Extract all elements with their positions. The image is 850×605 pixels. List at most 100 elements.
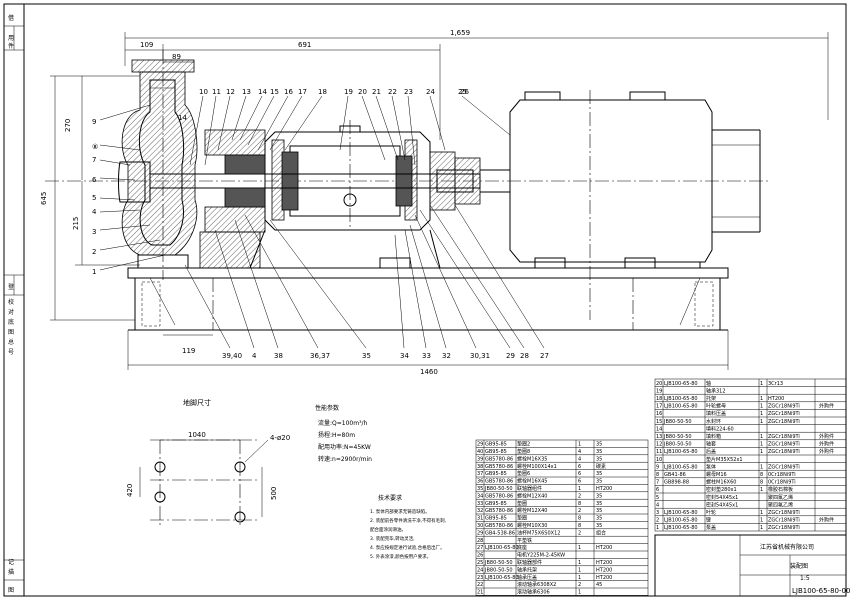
drawing-number: LJB100-65-80-00 xyxy=(792,587,850,595)
bom-left-mat: 35 xyxy=(596,471,602,477)
bom-right-no: 20 xyxy=(656,381,662,387)
bom-left-name: 滚动轴承6308X2 xyxy=(517,581,556,588)
bom-right-no: 13 xyxy=(656,434,662,440)
bom-left-qty: 2 xyxy=(578,582,581,588)
dim-270: 270 xyxy=(64,119,72,132)
tech-note-5: 5. 外表涂漆,颜色按用户要求。 xyxy=(370,553,431,560)
callout-bottom-8: 30,31 xyxy=(470,352,490,360)
bom-right-no: 7 xyxy=(656,480,659,486)
callout-top-20: 20 xyxy=(358,88,367,96)
bom-right-qty: 1 xyxy=(760,404,763,410)
base-frame xyxy=(127,257,729,331)
bom-left-qty: 1 xyxy=(578,590,581,596)
bom-left-no: 29 xyxy=(477,442,483,448)
bom-left-no: 40 xyxy=(477,449,483,455)
bom-left-name: 螺栓M10X30 xyxy=(517,522,547,529)
bom-left-name: 油杯M75X6S0X12 xyxy=(517,529,560,536)
bom-right-qty: 1 xyxy=(760,411,763,417)
dim-14: 14 xyxy=(178,114,187,122)
bom-right-note: 外购件 xyxy=(819,441,834,448)
bom-right-no: 17 xyxy=(656,404,662,410)
bom-right-mat: ZGCr18Ni9Ti xyxy=(768,510,800,516)
bom-left-mat: 碳素 xyxy=(596,463,606,470)
bom-left-name: 螺栓M16X35 xyxy=(517,455,547,462)
bom-left-name: 垫圈2 xyxy=(517,441,530,448)
bom-left-code: GB5780-86 xyxy=(485,479,513,485)
dim-109: 109 xyxy=(140,41,153,49)
bom-right-mat: HT200 xyxy=(768,396,784,402)
callout-left-1: ⑧ xyxy=(92,143,98,151)
bom-left-name: 螺栓M12X40 xyxy=(517,492,547,499)
bom-left-name: 螺栓M16X45 xyxy=(517,478,547,485)
dim-645: 645 xyxy=(40,192,48,205)
bom-left-qty: 4 xyxy=(578,456,581,462)
bom-right-name: 密封垫280x1 xyxy=(706,486,737,493)
bom-left-code: GB4-538-86 xyxy=(485,530,515,536)
bom-right-no: 14 xyxy=(656,426,662,432)
bom-left-no: 21 xyxy=(477,590,483,596)
bom-left-code: GB5780-86 xyxy=(485,523,513,529)
bom-left-qty: 1 xyxy=(578,575,581,581)
bom-right-no: 12 xyxy=(656,442,662,448)
bom-right-name: 叶轮 xyxy=(706,509,716,516)
bom-left-qty: 1 xyxy=(578,442,581,448)
callout-left-5: 4 xyxy=(92,208,97,216)
left-strip-label: 号 xyxy=(8,349,14,356)
callout-bottom-1: 4 xyxy=(252,352,257,360)
sheet-border xyxy=(3,3,847,597)
callout-bottom-5: 34 xyxy=(400,352,409,360)
bom-right-name: 填料压盖 xyxy=(706,410,726,417)
bom-right-no: 3 xyxy=(656,510,659,516)
callout-top-12: 12 xyxy=(226,88,235,96)
left-strip-label: 底 xyxy=(8,318,14,326)
bom-left-mat: 组合 xyxy=(596,529,606,536)
bom-right-code: JB80-50-50 xyxy=(663,442,692,448)
bom-right-qty: 1 xyxy=(760,487,763,493)
left-strip-label: 借 xyxy=(8,14,14,22)
bom-left-mat: HT200 xyxy=(596,575,612,581)
bom-left-mat: HT200 xyxy=(596,486,612,492)
bom-right-qty: 1 xyxy=(760,510,763,516)
bearing-bracket xyxy=(249,125,441,269)
bom-left-qty: 6 xyxy=(578,464,581,470)
bom-right-mat: ZGCr18Ni9Ti xyxy=(768,518,800,524)
dim-found-500: 500 xyxy=(270,487,278,500)
bom-right-mat: 聚四氟乙烯 xyxy=(768,494,793,501)
callout-top-24: 24 xyxy=(426,88,435,96)
bom-right-qty: 1 xyxy=(760,518,763,524)
left-strip-label: 记 xyxy=(8,559,14,566)
bom-right-name: 轴套 xyxy=(706,441,716,448)
notes: 地脚尺寸 性能参数 流量:Q=100m³/h 扬程:H=80m 配用功率:N=4… xyxy=(183,398,446,560)
bom-left-no: 36 xyxy=(477,479,483,485)
bom-left-code: GB95-85 xyxy=(485,501,507,507)
callout-top-23: 23 xyxy=(404,88,413,96)
bom-right-no: 9 xyxy=(656,464,659,470)
bom-left-mat: 35 xyxy=(596,516,602,522)
bom-left-code: LJB100-65-80 xyxy=(485,545,519,551)
bom-left-name: 电机Y225M-2-45KW xyxy=(517,552,565,559)
bom-left-code: JB80-50-50 xyxy=(484,560,513,566)
callout-top-17: 17 xyxy=(298,88,307,96)
dim-overall-length: 1,659 xyxy=(450,29,470,37)
bom-left-code: JB80-50-50 xyxy=(484,486,513,492)
callout-left-7: 2 xyxy=(92,248,96,256)
callout-bottom-7: 32 xyxy=(442,352,451,360)
bom-left-name: 垫圈8 xyxy=(517,448,530,455)
bom-right-no: 1 xyxy=(656,525,659,531)
bom-left-name: 联轴器部件 xyxy=(517,559,542,566)
bom-right-no: 4 xyxy=(656,502,659,508)
drawing-scale: 1:5 xyxy=(800,575,810,582)
bom-left-name: 垫圈6 xyxy=(517,470,530,477)
bom-left-code: GB5780-86 xyxy=(485,464,513,470)
bom-right-qty: 1 xyxy=(760,396,763,402)
bom-right-name: 叶轮螺母 xyxy=(706,403,726,410)
bom-left-name: 联轴器组件 xyxy=(517,485,542,492)
bom-left-code: GB95-85 xyxy=(485,449,507,455)
left-strip-label: 图 xyxy=(8,329,14,336)
stuffing-box xyxy=(199,129,266,269)
dim-215: 215 xyxy=(72,217,80,230)
bom-right-name: 键 xyxy=(706,517,711,524)
bom-left-mat: 35 xyxy=(596,479,602,485)
dim-119: 119 xyxy=(182,347,195,355)
bom-left-no: 38 xyxy=(477,464,483,470)
